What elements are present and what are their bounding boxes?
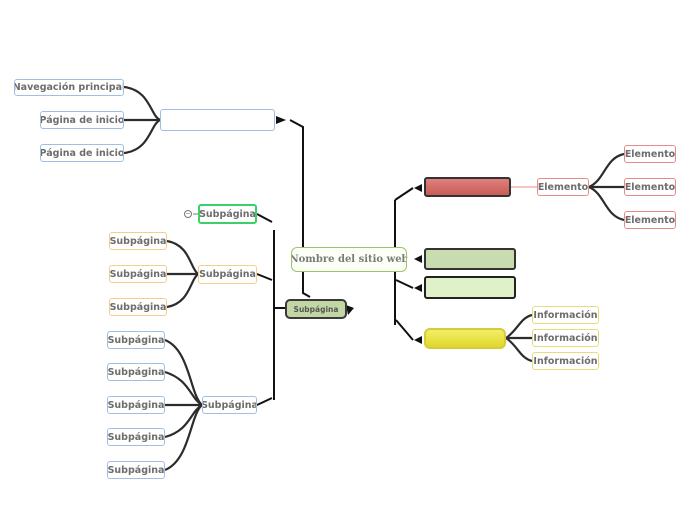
node-elemento-parent[interactable]: Elemento xyxy=(537,178,589,196)
node-subpagina-blue-1[interactable]: Subpágina xyxy=(107,331,165,349)
node-subpagina-blue-3[interactable]: Subpágina xyxy=(107,396,165,414)
central-topic[interactable]: Nombre del sitio web xyxy=(291,247,407,272)
node-subpagina-blue-2[interactable]: Subpágina xyxy=(107,363,165,381)
node-subpagina-hub[interactable]: Subpágina xyxy=(285,299,347,319)
node-red-topic[interactable] xyxy=(424,177,511,197)
node-green-topic[interactable] xyxy=(424,248,516,270)
node-elemento-3[interactable]: Elemento xyxy=(624,211,676,229)
node-subpagina-blue-parent[interactable]: Subpágina xyxy=(202,396,257,414)
node-informacion-2[interactable]: Información xyxy=(532,329,599,347)
node-subpagina-orange-1[interactable]: Subpágina xyxy=(109,232,167,250)
node-pagina-de-inicio-2[interactable]: Página de inicio xyxy=(40,144,124,162)
node-empty-parent[interactable] xyxy=(160,109,275,131)
node-subpagina-blue-5[interactable]: Subpágina xyxy=(107,461,165,479)
collapse-icon[interactable]: − xyxy=(184,210,192,218)
node-informacion-3[interactable]: Información xyxy=(532,352,599,370)
node-subpagina-green[interactable]: Subpágina xyxy=(198,204,257,224)
node-light-green-topic[interactable] xyxy=(424,276,516,299)
node-informacion-1[interactable]: Información xyxy=(532,306,599,324)
node-elemento-2[interactable]: Elemento xyxy=(624,178,676,196)
node-gold-topic[interactable] xyxy=(424,328,506,349)
node-subpagina-orange-3[interactable]: Subpágina xyxy=(109,298,167,316)
node-subpagina-orange-parent[interactable]: Subpágina xyxy=(198,265,257,284)
node-navegacion-principal[interactable]: Navegación principal xyxy=(14,79,124,96)
node-pagina-de-inicio-1[interactable]: Página de inicio xyxy=(40,111,124,129)
node-elemento-1[interactable]: Elemento xyxy=(624,145,676,163)
node-subpagina-blue-4[interactable]: Subpágina xyxy=(107,428,165,446)
node-subpagina-orange-2[interactable]: Subpágina xyxy=(109,265,167,283)
